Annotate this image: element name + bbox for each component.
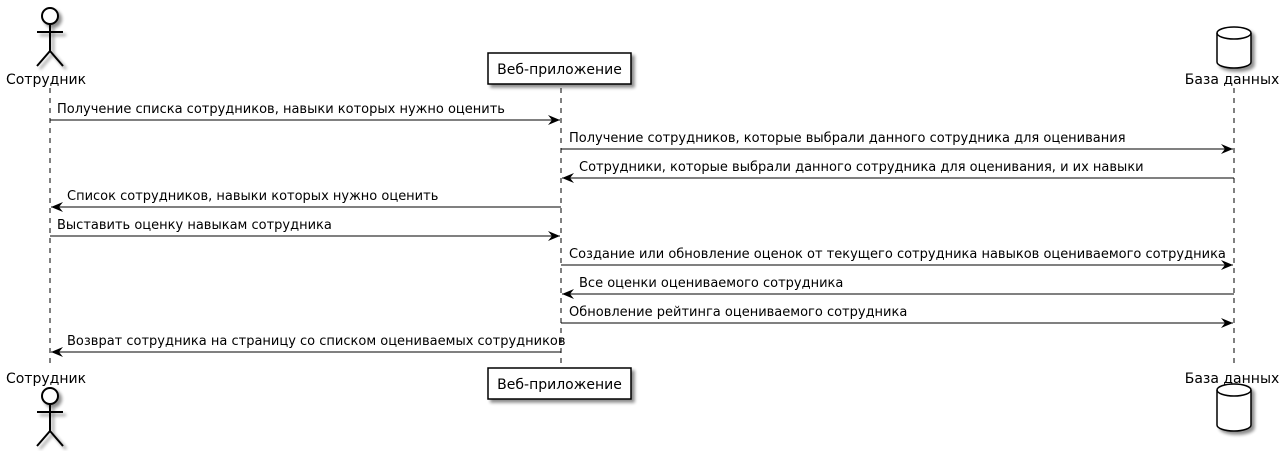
participant-label-db-bottom: База данных bbox=[1185, 371, 1280, 387]
actor-figure-icon bbox=[36, 387, 64, 447]
database-icon bbox=[1216, 26, 1252, 69]
participant-label-webapp: Веб-приложение bbox=[497, 62, 622, 78]
actor-employee-top: Сотрудник bbox=[6, 7, 86, 88]
participant-db-top: База данных bbox=[1185, 26, 1280, 88]
message-label: Выставить оценку навыкам сотрудника bbox=[57, 218, 332, 233]
message-label: Возврат сотрудника на страницу со списко… bbox=[67, 334, 566, 349]
message-2: Получение сотрудников, которые выбрали д… bbox=[561, 131, 1233, 154]
arrowhead-right-icon bbox=[548, 115, 560, 125]
arrowhead-left-icon bbox=[51, 347, 63, 357]
message-5: Выставить оценку навыкам сотрудника bbox=[50, 218, 560, 241]
arrowhead-right-icon bbox=[1221, 318, 1233, 328]
arrowhead-right-icon bbox=[1221, 144, 1233, 154]
participant-label-employee-bottom: Сотрудник bbox=[6, 371, 86, 387]
message-7: Все оценки оцениваемого сотрудника bbox=[562, 276, 1234, 299]
message-label: Получение списка сотрудников, навыки кот… bbox=[57, 102, 505, 117]
actor-employee-bottom: Сотрудник bbox=[6, 371, 86, 447]
actor-figure-icon bbox=[36, 7, 64, 67]
participant-label-webapp-bottom: Веб-приложение bbox=[497, 377, 622, 393]
message-4: Список сотрудников, навыки которых нужно… bbox=[51, 189, 561, 212]
message-label: Обновление рейтинга оцениваемого сотрудн… bbox=[569, 305, 907, 320]
message-label: Создание или обновление оценок от текуще… bbox=[569, 247, 1226, 262]
message-label: Сотрудники, которые выбрали данного сотр… bbox=[579, 160, 1144, 175]
participant-webapp-bottom: Веб-приложение bbox=[487, 367, 632, 400]
message-9: Возврат сотрудника на страницу со списко… bbox=[51, 334, 566, 357]
message-3: Сотрудники, которые выбрали данного сотр… bbox=[562, 160, 1234, 183]
message-label: Все оценки оцениваемого сотрудника bbox=[579, 276, 843, 291]
arrowhead-left-icon bbox=[562, 289, 574, 299]
arrowhead-right-icon bbox=[1221, 260, 1233, 270]
database-icon bbox=[1216, 383, 1252, 432]
participant-webapp-top: Веб-приложение bbox=[487, 52, 632, 85]
participant-label-db: База данных bbox=[1185, 72, 1280, 88]
message-8: Обновление рейтинга оцениваемого сотрудн… bbox=[561, 305, 1233, 328]
arrowhead-right-icon bbox=[548, 231, 560, 241]
participant-db-bottom: База данных bbox=[1185, 371, 1280, 432]
participant-label-employee: Сотрудник bbox=[6, 72, 86, 88]
arrowhead-left-icon bbox=[51, 202, 63, 212]
message-label: Список сотрудников, навыки которых нужно… bbox=[67, 189, 438, 204]
message-label: Получение сотрудников, которые выбрали д… bbox=[569, 131, 1126, 146]
arrowhead-left-icon bbox=[562, 173, 574, 183]
message-6: Создание или обновление оценок от текуще… bbox=[561, 247, 1233, 270]
message-1: Получение списка сотрудников, навыки кот… bbox=[50, 102, 560, 125]
